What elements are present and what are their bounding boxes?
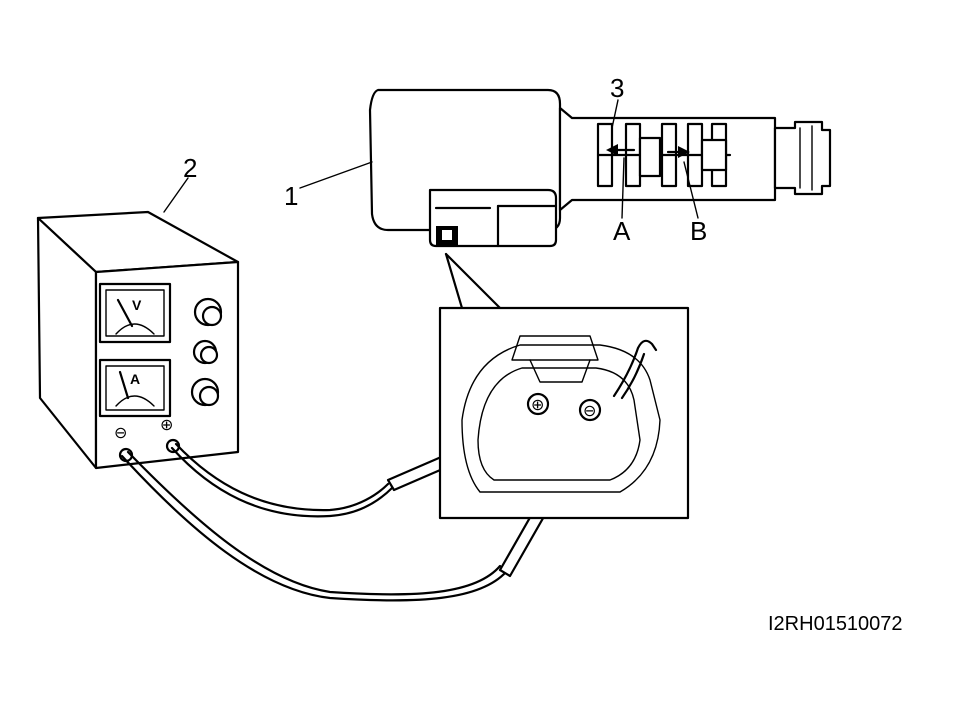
- probe-positive-symbol: ⊕: [531, 395, 544, 414]
- label-part-2: 2: [183, 153, 197, 183]
- voltmeter-panel: [98, 282, 172, 344]
- supply-positive-symbol: ⊕: [160, 415, 173, 434]
- knob-top[interactable]: [193, 297, 223, 327]
- figure-code: I2RH01510072: [768, 613, 903, 635]
- supply-negative-symbol: ⊖: [114, 423, 127, 442]
- probe-negative-symbol: ⊖: [583, 401, 596, 420]
- voltmeter-label: V: [132, 297, 142, 313]
- leader-1: [299, 161, 373, 189]
- label-port-a: A: [613, 216, 631, 246]
- label-part-1: 1: [284, 181, 298, 211]
- ammeter-panel: [98, 358, 172, 418]
- ammeter-label: A: [130, 371, 140, 387]
- label-part-3: 3: [610, 73, 624, 103]
- knob-bottom[interactable]: [190, 377, 220, 407]
- label-port-b: B: [690, 216, 707, 246]
- power-supply: [36, 210, 240, 470]
- flow-arrows: [606, 99, 699, 219]
- knob-middle[interactable]: [192, 339, 219, 365]
- connector-detail-inset: [438, 252, 690, 520]
- solenoid-valve: [368, 88, 832, 248]
- leader-2: [163, 177, 189, 213]
